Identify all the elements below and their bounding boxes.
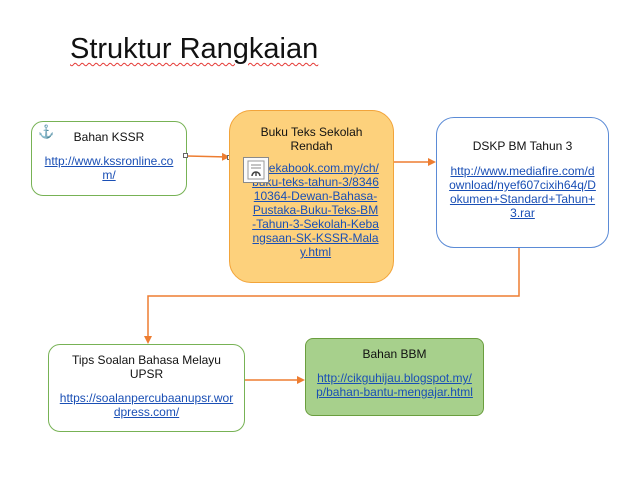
edge-dskp-tips <box>144 248 520 344</box>
node-link[interactable]: http://www.kssronline.com/ <box>44 154 174 182</box>
node-label: DSKP BM Tahun 3 <box>472 139 573 153</box>
selection-handle[interactable] <box>183 153 188 158</box>
node-label: Bahan BBM <box>362 347 427 361</box>
node-link[interactable]: /peekabook.com.my/ch/buku-teks-tahun-3/8… <box>252 161 379 259</box>
node-label: Buku Teks Sekolah Rendah <box>260 125 363 153</box>
node-label: Bahan KSSR <box>73 130 145 144</box>
page-title: Struktur Rangkaian <box>70 33 319 65</box>
node-bahan-bbm: Bahan BBM http://cikguhijau.blogspot.my/… <box>305 338 484 416</box>
node-link[interactable]: http://cikguhijau.blogspot.my/p/bahan-ba… <box>316 371 473 399</box>
node-label: Tips Soalan Bahasa Melayu UPSR <box>72 353 221 381</box>
node-link[interactable]: http://www.mediafire.com/download/nyef60… <box>449 164 596 220</box>
node-link[interactable]: https://soalanpercubaanupsr.wordpress.co… <box>59 391 234 419</box>
anchor-icon: ⚓ <box>38 124 55 139</box>
node-tips-soalan: Tips Soalan Bahasa Melayu UPSR https://s… <box>48 344 245 432</box>
node-bahan-kssr: Bahan KSSR http://www.kssronline.com/ <box>31 121 187 196</box>
edge-kssr-buku <box>186 152 230 161</box>
node-dskp: DSKP BM Tahun 3 http://www.mediafire.com… <box>436 117 609 248</box>
hyperlink-icon[interactable] <box>243 157 269 183</box>
node-buku-teks: Buku Teks Sekolah Rendah /peekabook.com.… <box>229 110 394 283</box>
